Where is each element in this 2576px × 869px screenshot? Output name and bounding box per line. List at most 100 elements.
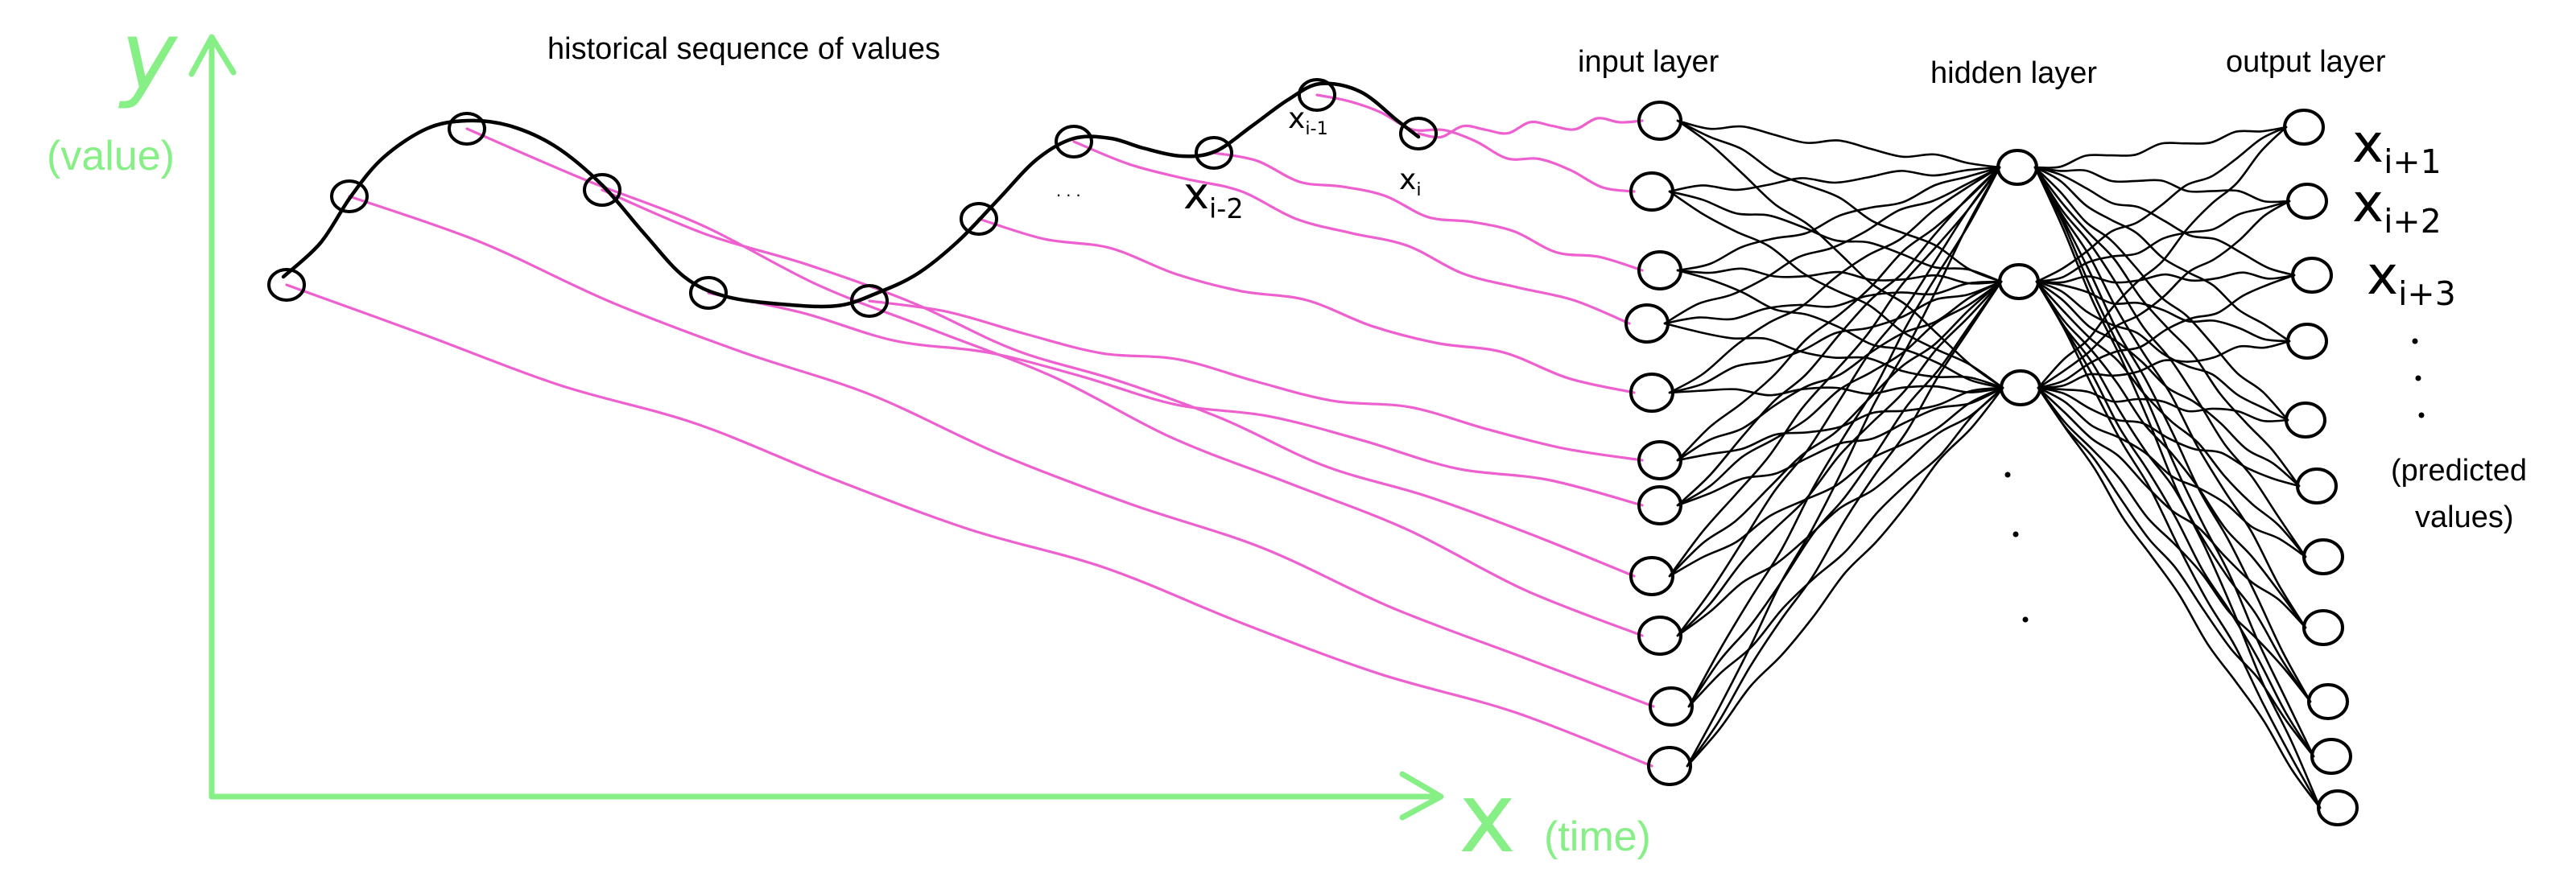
output-node	[2302, 609, 2344, 646]
input-node	[1637, 101, 1682, 141]
weight-line	[1668, 280, 2003, 394]
weight-line	[1668, 280, 2003, 578]
weight-line	[2033, 166, 2291, 204]
weight-line	[2035, 280, 2307, 629]
predicted-values-line-2: values)	[2415, 500, 2514, 534]
input-node	[1629, 373, 1674, 413]
weight-line	[2037, 386, 2289, 422]
output-label-2-sub: i+2	[2384, 202, 2442, 241]
connector-line	[601, 188, 1636, 578]
input-node	[1637, 616, 1682, 656]
y-axis-label: (value)	[47, 133, 175, 179]
weight-line	[1686, 386, 2004, 768]
weight-line	[1668, 190, 2004, 389]
weight-line	[1676, 269, 2004, 389]
ellipsis-dot	[2415, 375, 2421, 381]
y-axis-arrowhead	[188, 34, 237, 77]
ellipsis-dot	[2013, 531, 2019, 537]
connector-line	[285, 283, 1653, 768]
sequence-ellipsis: . . .	[1056, 180, 1081, 200]
output-label-3-sub: i+3	[2398, 274, 2456, 314]
output-node	[2283, 109, 2325, 146]
weight-line	[1676, 166, 2001, 637]
connector-line	[707, 291, 1644, 507]
input-node	[1649, 686, 1694, 727]
ellipsis-dot	[2412, 338, 2418, 344]
sequence-curve	[281, 81, 1421, 309]
weight-line	[1668, 385, 2004, 397]
weight-line	[1676, 166, 2001, 462]
hidden-node	[1996, 149, 2038, 186]
weight-line	[2037, 386, 2301, 488]
weight-line	[2037, 386, 2312, 703]
y-axis-symbol: y	[121, 0, 177, 111]
hidden-node	[2000, 369, 2041, 406]
connector-line	[977, 217, 1636, 394]
output-node	[2317, 789, 2359, 826]
weight-line	[2035, 200, 2291, 283]
connector-line	[465, 127, 1644, 637]
connector-line	[868, 299, 1644, 462]
sequence-point-node	[583, 173, 621, 207]
weight-line	[2037, 274, 2296, 389]
weight-line	[2035, 280, 2312, 703]
sequence-point-node	[689, 276, 728, 310]
hidden-layer-title: hidden layer	[1930, 56, 2098, 90]
ellipsis-dot	[2418, 412, 2425, 418]
connector-line	[1212, 151, 1644, 272]
weight-line	[2033, 166, 2296, 277]
input-node	[1629, 556, 1674, 596]
weight-line	[2033, 166, 2301, 488]
label-x-i-base: x	[1399, 163, 1417, 196]
input-node	[1629, 171, 1674, 212]
output-label-2: xi+2	[2352, 177, 2442, 238]
weight-line	[2037, 386, 2307, 558]
weight-line	[1668, 190, 2003, 283]
weight-line	[2035, 126, 2288, 283]
weight-line	[1676, 119, 2001, 169]
predicted-values-line-1: (predicted	[2391, 454, 2527, 488]
ellipsis-dots	[2004, 338, 2425, 623]
weight-line	[2035, 280, 2291, 343]
weight-line	[1668, 166, 2001, 193]
weight-line	[1676, 166, 2001, 507]
sequence-point-node	[1298, 78, 1336, 112]
output-node	[2291, 257, 2333, 294]
output-node	[2286, 323, 2328, 360]
output-layer-title: output layer	[2226, 45, 2386, 79]
weight-line	[2037, 386, 2315, 758]
weight-line	[1676, 119, 2003, 283]
output-node	[2286, 183, 2328, 220]
value-curve	[281, 81, 1421, 309]
sequence-point-node	[1055, 125, 1093, 159]
weight-line	[1676, 386, 2004, 637]
sequence-to-input-connectors	[285, 93, 1655, 768]
weight-line	[1687, 280, 2003, 708]
output-label-2-base: x	[2352, 172, 2384, 234]
connector-line	[1417, 117, 1644, 139]
output-label-1: xi+1	[2352, 117, 2442, 179]
label-x-i-minus-2: xi-2	[1183, 172, 1244, 222]
label-x-i: xi	[1399, 163, 1422, 199]
weight-line	[2037, 200, 2291, 389]
weight-line	[1687, 166, 2001, 708]
connector-line	[1072, 140, 1631, 325]
label-x-i-minus-1-sub: i-1	[1305, 117, 1328, 139]
sequence-title: historical sequence of values	[547, 32, 940, 66]
weight-line	[1687, 386, 2004, 708]
weight-line	[1676, 280, 2003, 507]
x-axis-arrowhead	[1399, 771, 1444, 821]
weight-line	[1663, 322, 2004, 389]
output-node	[2307, 683, 2349, 720]
output-label-1-base: x	[2352, 113, 2384, 175]
label-x-i-minus-1: xi-1	[1288, 105, 1328, 138]
weight-line	[2033, 166, 2322, 809]
weight-line	[1686, 280, 2003, 768]
weight-line	[2035, 280, 2301, 488]
input-node	[1637, 440, 1682, 480]
connector-line	[348, 195, 1655, 708]
output-node	[2285, 402, 2326, 439]
sequence-point-node	[267, 268, 306, 302]
